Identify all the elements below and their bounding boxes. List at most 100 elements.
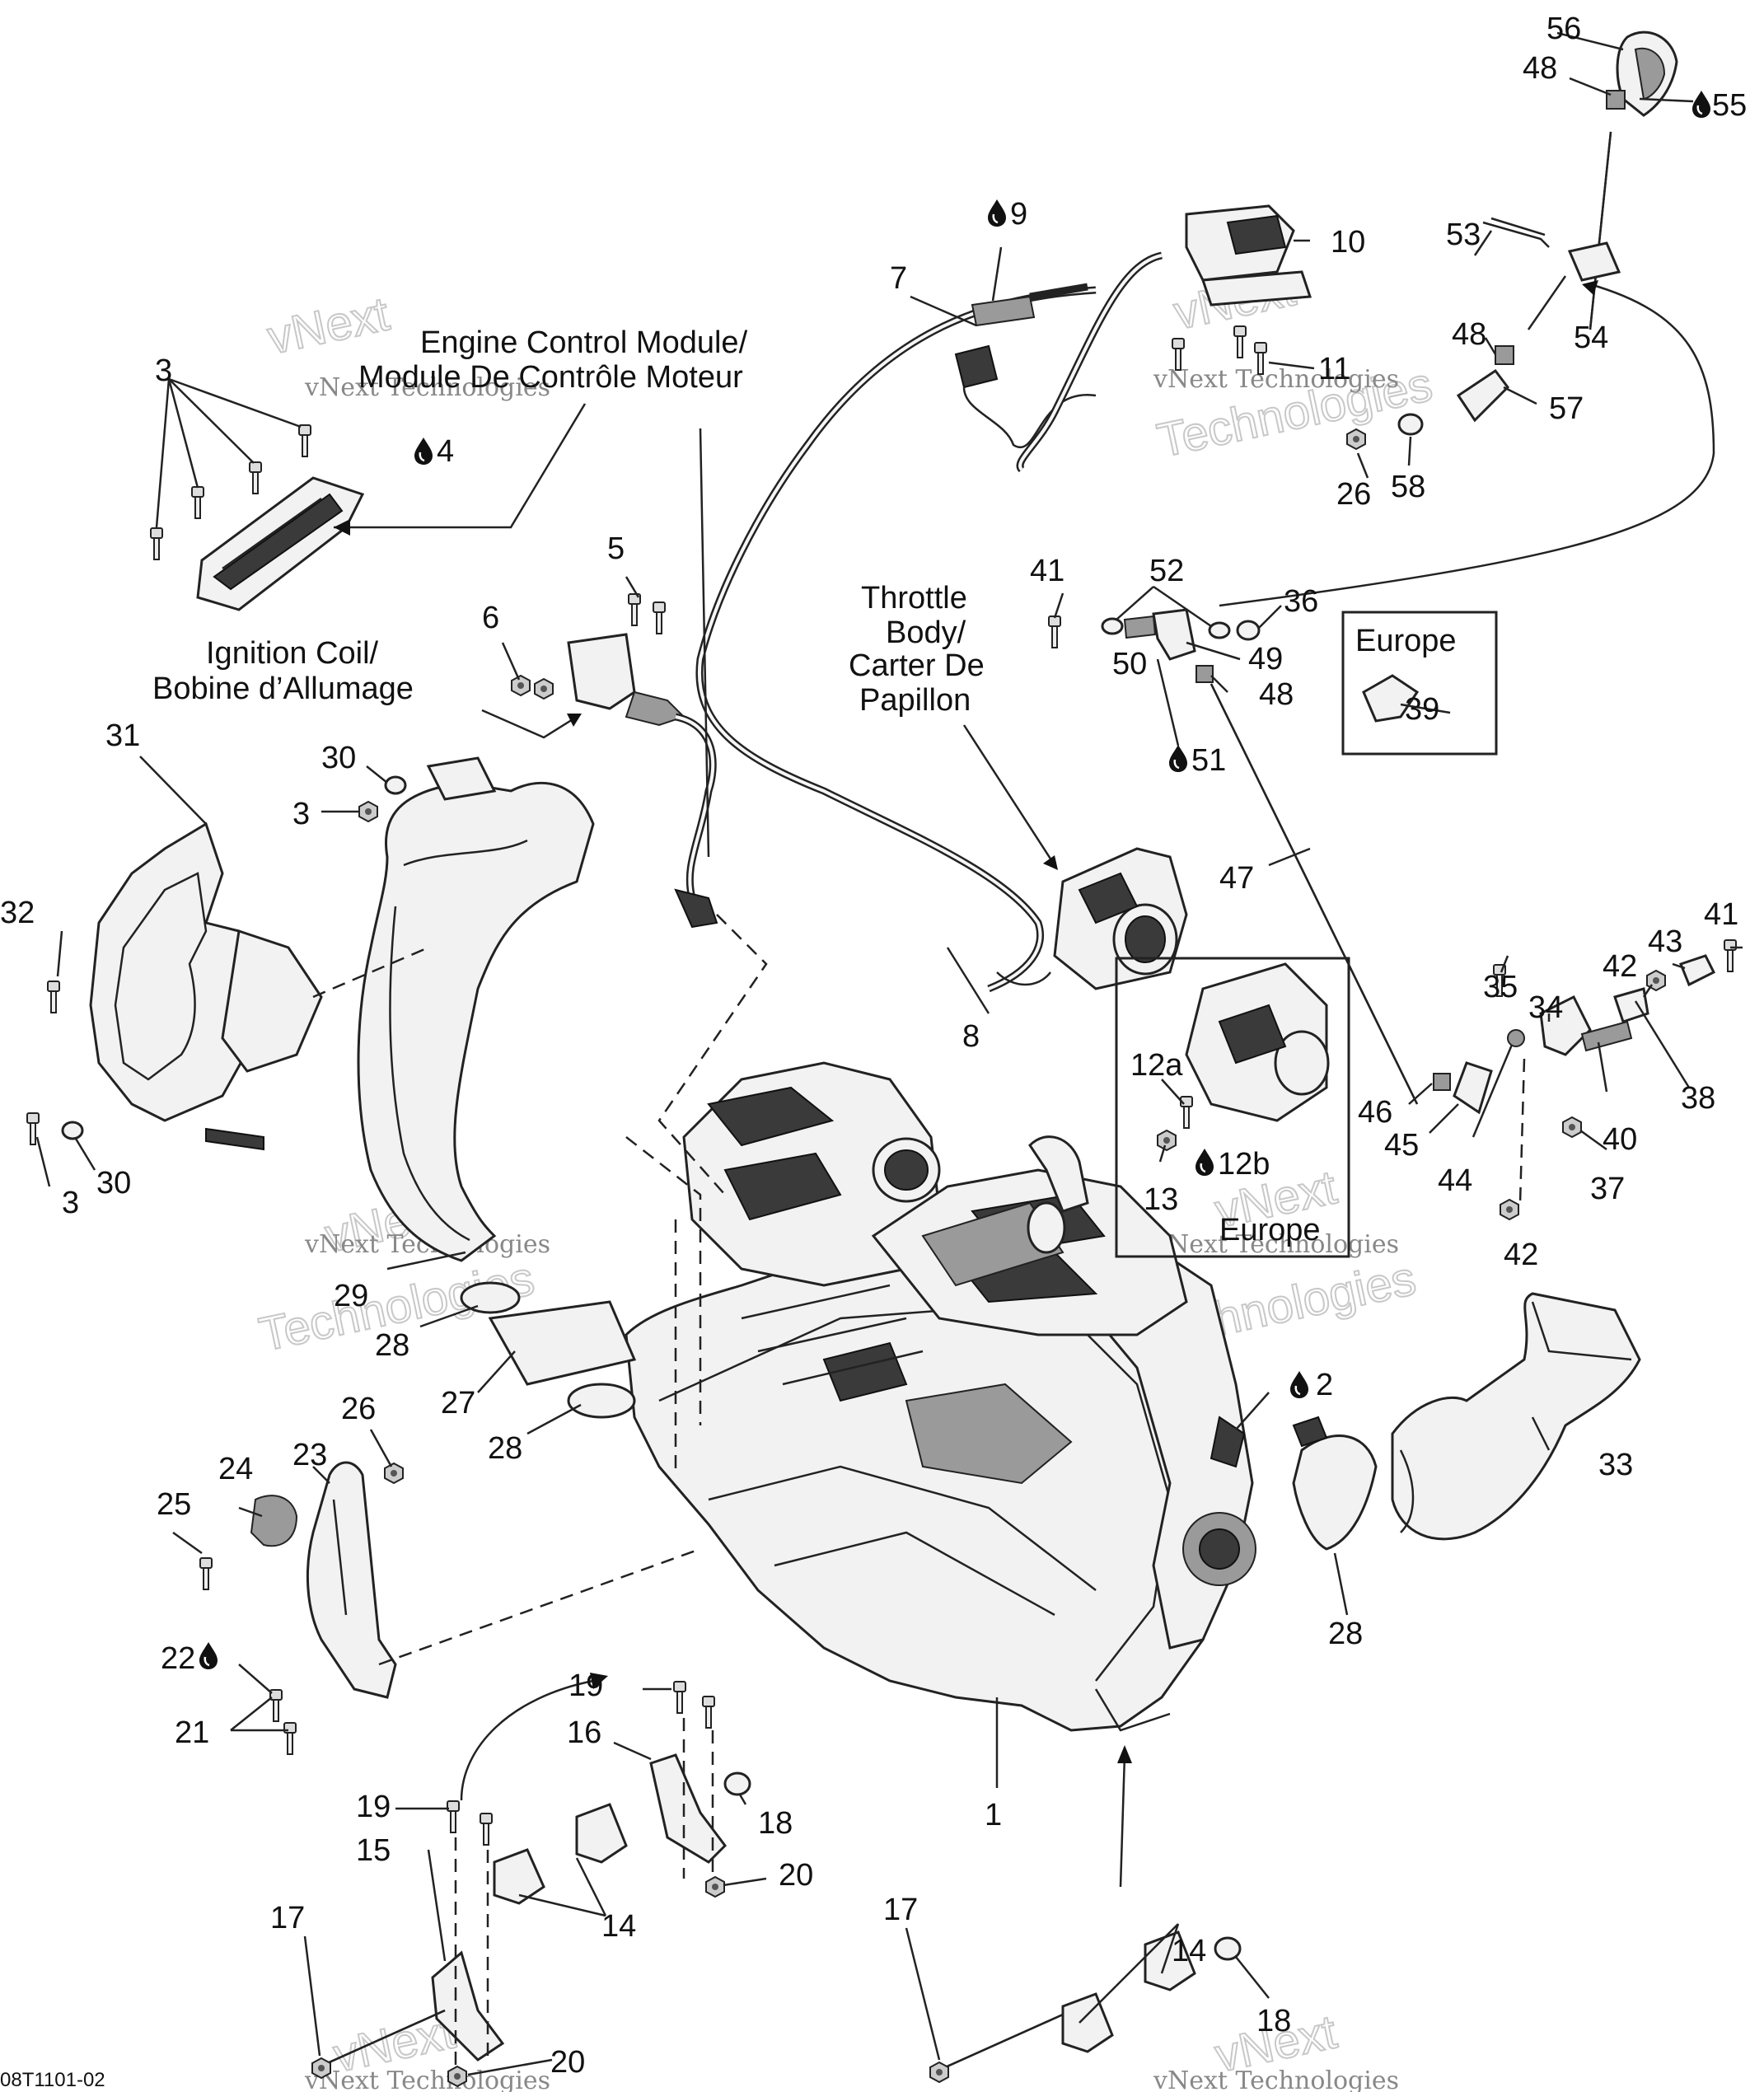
callout-24: 24: [218, 1452, 253, 1486]
throttle-body-europe: [1185, 962, 1330, 1122]
callout-8: 8: [962, 1019, 980, 1054]
bracket-39: [1362, 674, 1420, 723]
callout-51: 51: [1191, 743, 1226, 778]
callout-20: 20: [779, 1858, 813, 1893]
callout-28: 28: [488, 1431, 522, 1466]
watermark-company: vNext Technologies: [304, 2066, 550, 2092]
bolt-21: [269, 1689, 283, 1722]
watermark-company: vNext Technologies: [304, 373, 550, 402]
outlet-duct: [1391, 1292, 1641, 1541]
callout-48: 48: [1523, 51, 1557, 86]
callout-3: 3: [292, 797, 310, 831]
bushing-48b: [1195, 665, 1214, 683]
callout-32: 32: [0, 896, 35, 930]
screw-3: [191, 486, 204, 519]
screw-11: [1233, 325, 1247, 358]
callout-58: 58: [1391, 470, 1425, 504]
bushing-44: [1507, 1029, 1525, 1047]
fluid-drop-icon: [413, 436, 434, 466]
callout-14: 14: [1172, 1934, 1206, 1968]
washer-52b: [1208, 621, 1231, 639]
callout-52: 52: [1149, 554, 1184, 588]
bolt-21b: [283, 1722, 297, 1755]
damper-14b: [493, 1848, 545, 1905]
europe-label-bottom: Europe: [1219, 1213, 1321, 1247]
callout-26: 26: [1336, 477, 1371, 512]
fluid-drop-icon: [1167, 743, 1189, 774]
ball-joint-57: [1456, 368, 1509, 423]
callout-11: 11: [1318, 352, 1350, 386]
callout-18: 18: [1256, 2004, 1291, 2038]
watermark-company: vNext Technologies: [1153, 2066, 1399, 2092]
leader-lines: [35, 31, 1743, 2076]
washer-18b: [1214, 1936, 1242, 1961]
watermark-logo-top: vNext: [263, 287, 394, 364]
bumper-24: [250, 1495, 298, 1547]
damper-14d: [1144, 1931, 1196, 1991]
callout-1: 1: [985, 1798, 1002, 1832]
clamp-screw: [1292, 1416, 1328, 1448]
bushing-48: [1495, 345, 1514, 365]
callout-30: 30: [96, 1166, 131, 1200]
lever-34: [1539, 995, 1592, 1056]
washer-58: [1397, 413, 1424, 436]
ecm-title-line2: Module De Contrôle Moteur: [358, 360, 743, 395]
callout-42: 42: [1504, 1238, 1538, 1272]
nut-36: [1236, 620, 1261, 641]
callout-34: 34: [1528, 990, 1563, 1025]
bolt-19d: [480, 1813, 493, 1846]
ball-joint-49: [1152, 608, 1196, 661]
callout-17: 17: [270, 1901, 305, 1935]
callout-16: 16: [567, 1715, 601, 1750]
nut-13: [1157, 1130, 1177, 1151]
throttle-title-line4: Papillon: [859, 683, 971, 718]
bolt-17-head: [311, 2057, 331, 2079]
throttle-actuator: [1185, 204, 1312, 307]
washer-52: [1101, 617, 1124, 635]
callout-26: 26: [341, 1392, 376, 1426]
callout-27: 27: [441, 1386, 475, 1420]
callout-7: 7: [890, 261, 907, 296]
callout-5: 5: [607, 531, 625, 566]
clamp-28c: [1292, 1434, 1378, 1551]
callout-48: 48: [1452, 317, 1486, 352]
callout-12a: 12a: [1130, 1048, 1183, 1083]
callout-13: 13: [1144, 1182, 1178, 1217]
bolt-17b-head: [929, 2062, 949, 2083]
fluid-drop-icon: [1289, 1369, 1310, 1400]
callout-48: 48: [1259, 677, 1294, 712]
bracket-38: [1613, 987, 1649, 1023]
bracket-16: [649, 1753, 727, 1864]
callout-30: 30: [321, 741, 356, 775]
ignition-coil: [567, 633, 718, 929]
callout-9: 9: [1010, 197, 1027, 232]
callout-56: 56: [1546, 12, 1581, 46]
nut-42b: [1500, 1199, 1519, 1220]
callout-15: 15: [356, 1833, 391, 1868]
callout-28: 28: [375, 1328, 409, 1363]
callout-46: 46: [1358, 1095, 1392, 1130]
throttle-body: [996, 847, 1188, 990]
callout-53: 53: [1446, 218, 1481, 252]
throttle-cable: [695, 251, 1163, 993]
nut-26: [1346, 428, 1366, 450]
nut-6: [534, 678, 554, 700]
callout-12b: 12b: [1218, 1147, 1270, 1182]
nut-6: [511, 675, 531, 696]
callout-41: 41: [1030, 554, 1064, 588]
callout-36: 36: [1284, 584, 1318, 619]
callout-49: 49: [1248, 642, 1283, 676]
throttle-title-line3: Carter De: [849, 648, 985, 683]
screw-3: [249, 461, 262, 494]
washer-18: [723, 1771, 751, 1796]
ignition-title-line2: Bobine d’Allumage: [152, 672, 414, 706]
screw-5: [653, 601, 666, 634]
screw-3: [298, 424, 311, 457]
callout-19: 19: [356, 1790, 391, 1824]
callout-17: 17: [883, 1893, 918, 1927]
clamp-28b: [567, 1383, 636, 1419]
fluid-drop-icon: [1194, 1147, 1215, 1177]
callout-44: 44: [1438, 1163, 1472, 1198]
bolt-41: [1048, 615, 1061, 648]
bolt-19: [673, 1681, 686, 1714]
